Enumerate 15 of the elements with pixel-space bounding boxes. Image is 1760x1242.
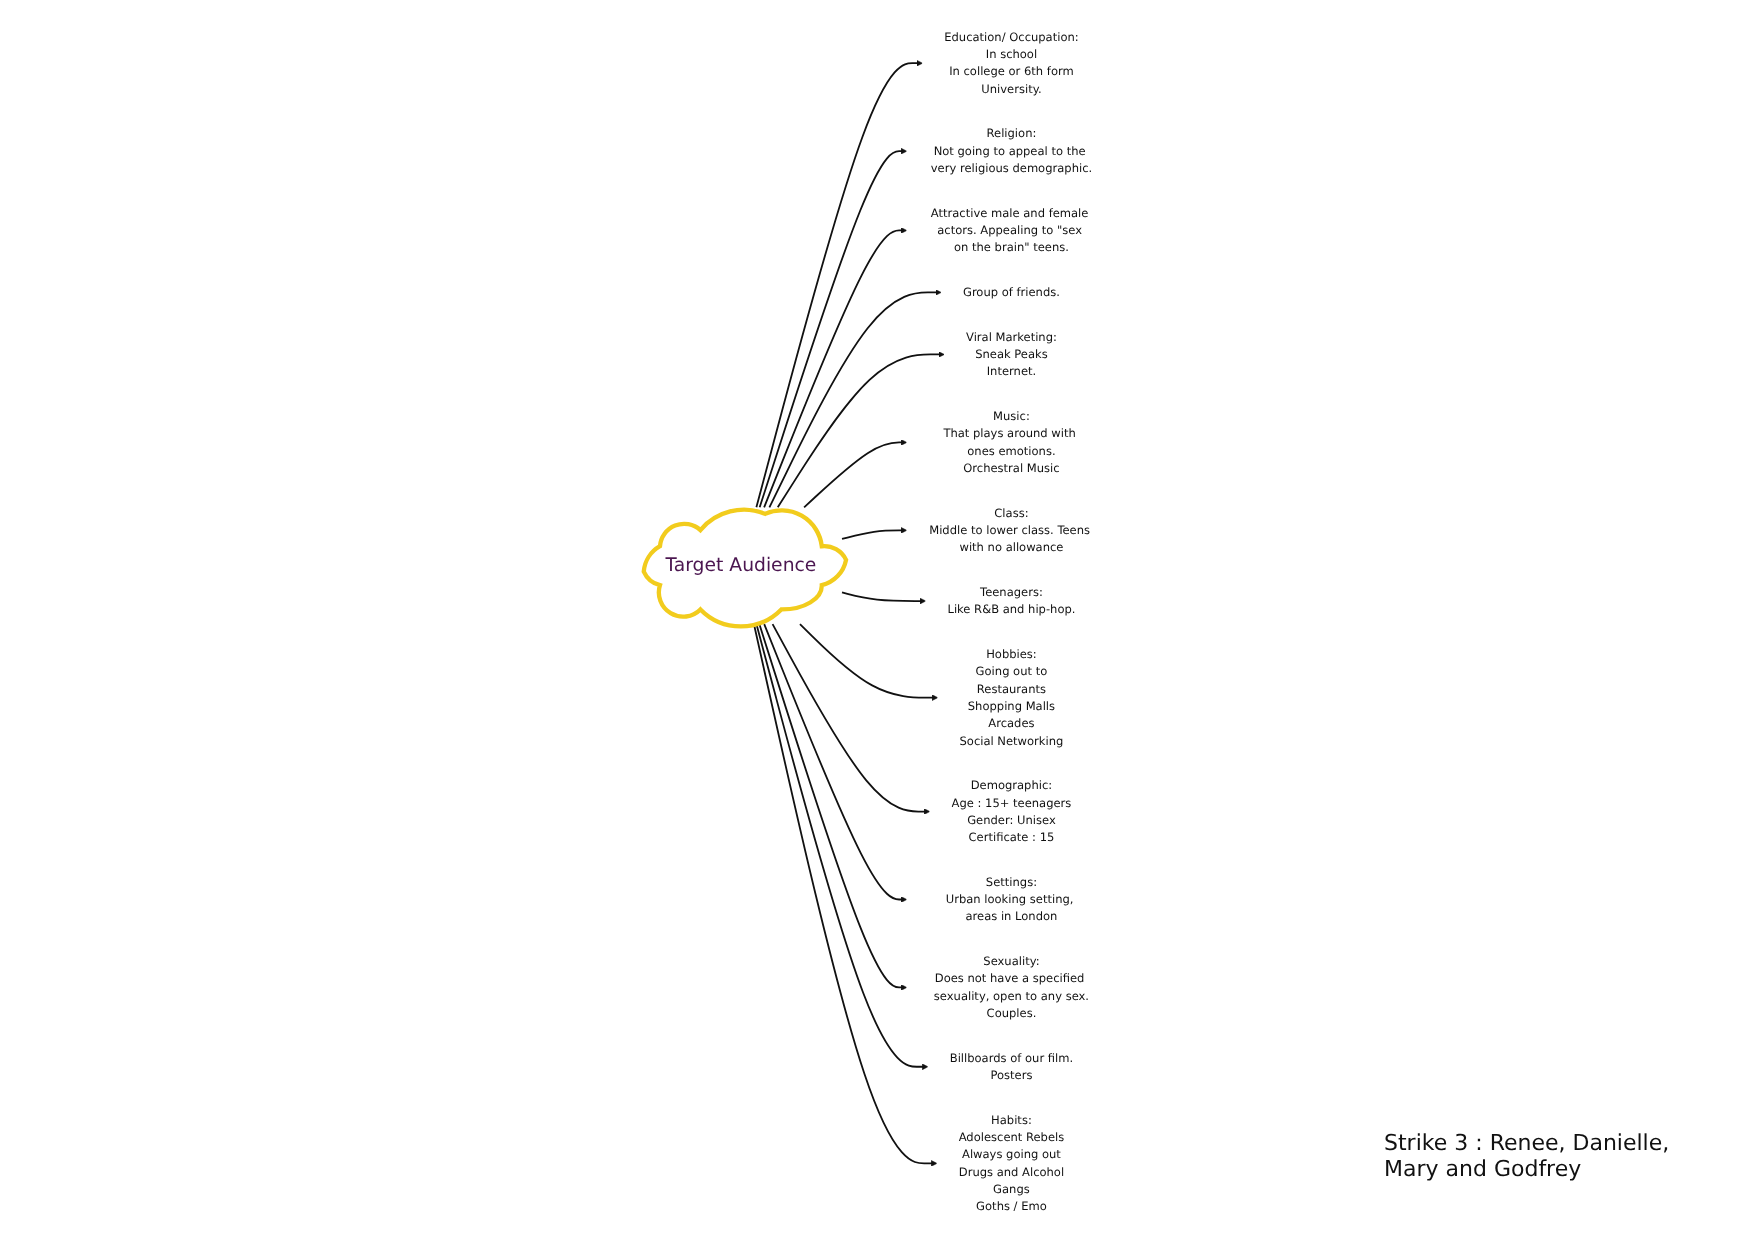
arrow xyxy=(763,226,908,508)
note-text: Strike 3 : Renee, Danielle, Mary and Godfrey xyxy=(1384,1130,1672,1182)
arrow xyxy=(753,622,938,1166)
arrow xyxy=(771,622,931,814)
arrow xyxy=(758,147,908,508)
arrow xyxy=(758,622,908,990)
arrow xyxy=(755,622,929,1069)
arrow xyxy=(841,590,927,604)
arrow xyxy=(803,438,908,508)
arrow xyxy=(841,526,908,539)
arrow xyxy=(777,350,945,508)
arrow xyxy=(763,622,908,902)
arrow xyxy=(768,288,942,508)
arrow xyxy=(799,622,939,700)
arrow xyxy=(755,59,923,508)
